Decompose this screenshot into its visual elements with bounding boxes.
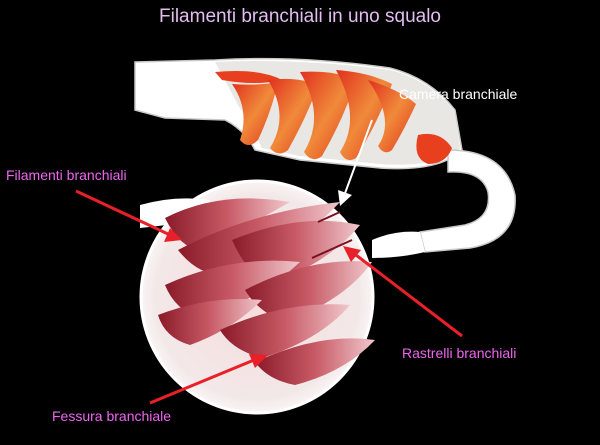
label-rakers: Rastrelli branchiali — [402, 345, 517, 361]
gill-arches — [215, 70, 452, 164]
label-filaments: Filamenti branchiali — [6, 167, 127, 183]
branchial-tube — [419, 149, 516, 253]
pointer-arrows — [75, 119, 463, 405]
label-chamber: Camera branchiale — [399, 86, 518, 102]
label-slit: Fessura branchiale — [52, 408, 172, 424]
diagram-title: Filamenti branchiali in uno squalo — [159, 6, 441, 27]
magnified-gill-view — [139, 179, 425, 415]
